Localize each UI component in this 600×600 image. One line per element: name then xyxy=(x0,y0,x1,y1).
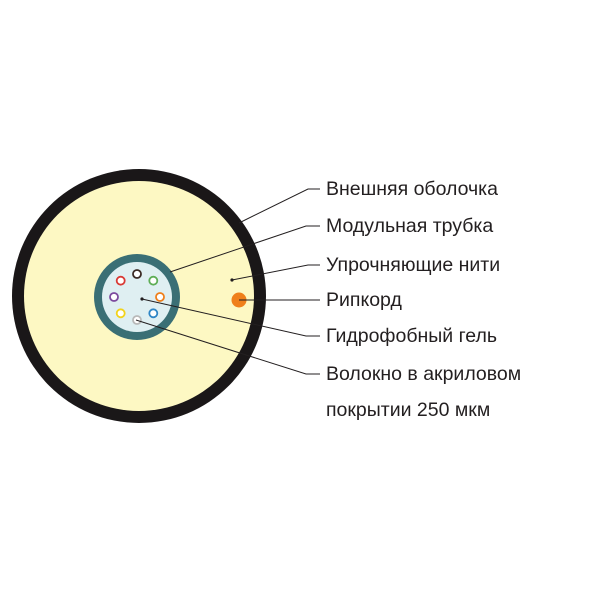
fiber-4 xyxy=(148,308,159,319)
fibers-group xyxy=(109,269,165,325)
leader-outer-sheath xyxy=(238,188,320,224)
leader-fiber xyxy=(135,319,320,375)
label-outer-sheath: Внешняя оболочка xyxy=(326,178,498,200)
label-hydrophobic-gel: Гидрофобный гель xyxy=(326,325,497,347)
label-fiber-line1: Волокно в акриловом xyxy=(326,363,522,385)
leader-module-tube xyxy=(169,225,320,273)
label-ripcord: Рипкорд xyxy=(326,289,402,311)
fiber-1 xyxy=(132,269,142,279)
fiber-6 xyxy=(115,308,126,319)
fiber-3 xyxy=(155,292,165,302)
leader-lines xyxy=(135,188,320,375)
fiber-7 xyxy=(109,292,119,302)
label-strength-yarns: Упрочняющие нити xyxy=(326,254,501,276)
label-module-tube: Модульная трубка xyxy=(326,215,494,237)
fiber-2 xyxy=(148,275,159,286)
label-fiber-line2: покрытии 250 мкм xyxy=(326,399,491,421)
leader-strength-yarns xyxy=(231,264,320,281)
fiber-8 xyxy=(115,275,126,286)
leader-gel xyxy=(141,298,320,337)
